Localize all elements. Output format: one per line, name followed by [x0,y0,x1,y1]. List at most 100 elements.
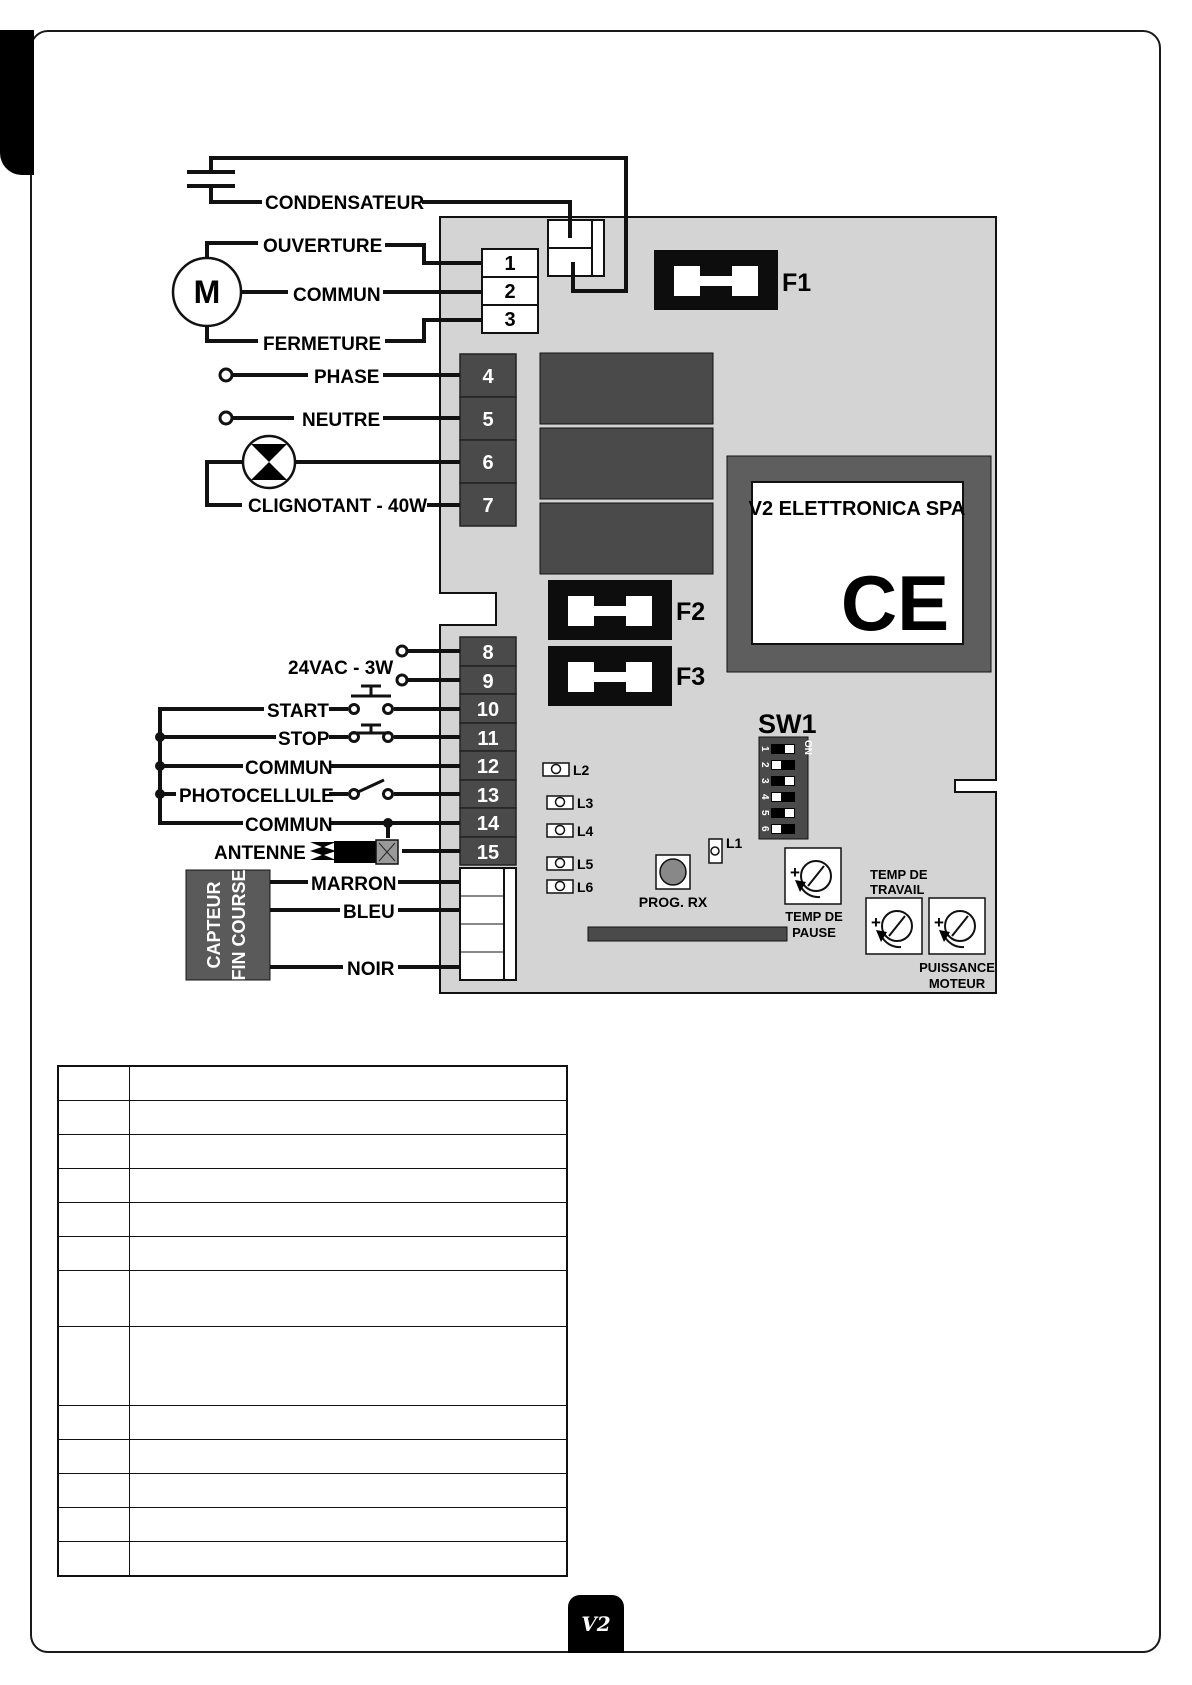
terminal-6-label: 6 [482,452,493,474]
plus-sign: + [790,863,800,882]
aux-dot-8 [395,644,409,658]
ce-mark: CE [841,559,949,647]
fuse-f1-label: F1 [782,269,811,297]
aux-24vac-label: 24VAC - 3W [288,658,393,679]
led-indicators [542,762,723,894]
table-row [57,1201,568,1238]
antenna-cable-icon [310,839,399,865]
relay-1 [539,352,714,425]
dark-terminal-blocks [459,353,517,866]
dip-switch-title: SW1 [758,709,817,739]
led-l2-label: L2 [573,762,590,778]
dip-switch-levers [771,744,795,834]
led-l3-label: L3 [577,795,594,811]
pause-time-label-1: TEMP DE [785,909,843,924]
aux-dot-9 [395,673,409,687]
junction-dots [155,732,393,828]
motor-power-label-1: PUISSANCE [919,960,995,975]
terminal-10-label: 10 [477,699,499,721]
table-row [57,1326,568,1406]
led-l4-label: L4 [577,823,594,839]
stop-label: STOP [278,729,330,750]
transformer-brand: V2 ELETTRONICA SPA [749,498,966,520]
capacitor-wiring [187,156,628,293]
legend-table [57,1065,568,1577]
dip-3-label: 3 [759,778,770,784]
motor-wiring [205,241,482,343]
prog-rx-label: PROG. RX [639,894,708,910]
table-row [57,1541,568,1577]
terminal-7-label: 7 [482,495,493,517]
limit-switch-line1: CAPTEUR [204,881,224,968]
motor-common-label: COMMUN [293,285,381,306]
terminal-14-label: 14 [477,813,500,835]
common-a-label: COMMUN [245,758,333,779]
terminal-5-label: 5 [482,409,493,431]
fuse-f1 [654,250,778,310]
brown-wire-label: MARRON [311,874,397,895]
phase-terminal-dot [218,367,234,383]
terminal-9-label: 9 [482,671,493,693]
terminal-13-label: 13 [477,785,499,807]
stop-pushbutton-icon [348,723,394,743]
table-row [57,1133,568,1169]
relay-3 [539,502,714,575]
dip-on-label: ON [802,740,813,755]
fuse-f3-label: F3 [676,663,705,691]
motor-letter: M [194,274,221,310]
motor-power-trimmer: + [928,897,986,955]
input-wiring [158,707,460,853]
terminal-2-label: 2 [504,281,515,303]
motor-power-label-2: MOTEUR [929,976,986,991]
table-row [57,1507,568,1543]
terminal-11-label: 11 [477,728,498,750]
terminal-12-label: 12 [477,756,499,778]
start-label: START [267,701,329,722]
work-time-trimmer: + [865,897,923,955]
work-time-label-2: TRAVAIL [870,882,924,897]
dip-4-label: 4 [759,794,770,800]
fuse-f2-label: F2 [676,598,705,626]
table-row [57,1438,568,1475]
led-l5-label: L5 [577,856,594,872]
table-row [57,1099,568,1135]
table-row [57,1270,568,1328]
limit-switch-wiring [270,880,460,969]
brand-logo: V2 [568,1595,624,1653]
limit-switch-connector [459,867,517,981]
plus-sign: + [934,913,944,932]
plus-sign: + [871,913,881,932]
start-pushbutton-icon [348,684,394,715]
limit-switch-line2: FIN COURSE [229,869,249,980]
brand-logo-text: V2 [581,1612,611,1636]
work-time-label-1: TEMP DE [870,867,928,882]
table-row [57,1473,568,1509]
limit-switch-sensor-box [185,869,271,981]
relay-2 [539,427,714,500]
antenna-label: ANTENNE [214,843,306,864]
power-wiring [232,373,460,420]
table-row [57,1167,568,1204]
led-l6-label: L6 [577,879,594,895]
pause-time-label-2: PAUSE [792,925,836,940]
photocell-label: PHOTOCELLULE [179,786,334,807]
terminal-1-label: 1 [504,253,515,275]
fuse-f3 [548,646,672,706]
dip-6-label: 6 [759,826,770,832]
black-wire-label: NOIR [347,959,395,980]
table-row [57,1236,568,1272]
neutral-label: NEUTRE [302,410,380,431]
neutral-terminal-dot [218,410,234,426]
led-l1-label: L1 [726,835,743,851]
terminal-8-label: 8 [482,642,493,664]
dip-1-label: 1 [759,746,770,752]
pause-time-trimmer: + [784,847,842,905]
flasher-label: CLIGNOTANT - 40W [248,496,427,517]
dip-2-label: 2 [759,762,770,768]
table-row [57,1065,568,1101]
common-b-label: COMMUN [245,815,333,836]
terminal-15-label: 15 [477,842,499,864]
table-row [57,1404,568,1440]
motor-opening-label: OUVERTURE [263,236,382,257]
terminal-3-label: 3 [504,309,515,331]
